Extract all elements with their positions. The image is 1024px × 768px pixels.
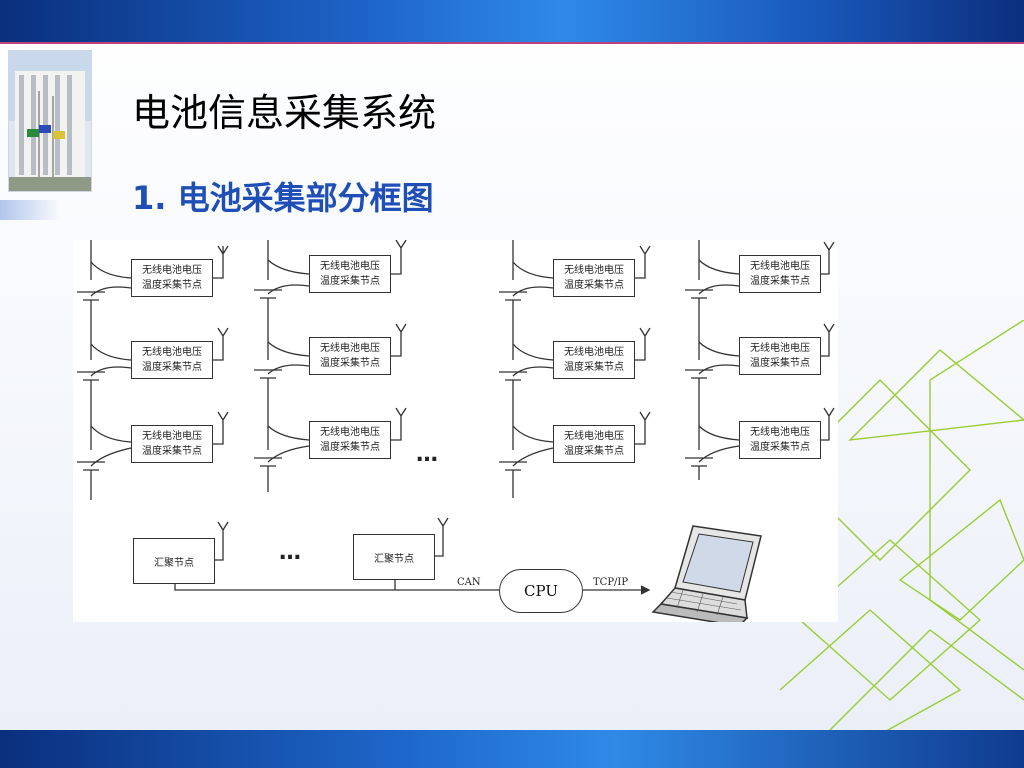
node-line-2: 温度采集节点 [142,446,202,457]
node-line-1: 无线电池电压 [750,261,810,272]
column-1-wiring [77,240,229,500]
acquisition-node: 无线电池电压 温度采集节点 [309,337,391,375]
node-line-1: 无线电池电压 [320,427,380,438]
footer-band [0,730,1024,768]
acquisition-node: 无线电池电压 温度采集节点 [553,425,635,463]
column-4-wiring [685,240,835,480]
aggregator-label: 汇聚节点 [374,553,414,565]
node-line-2: 温度采集节点 [564,446,624,457]
node-line-1: 无线电池电压 [142,347,202,358]
node-line-2: 温度采集节点 [142,280,202,291]
node-line-1: 无线电池电压 [564,347,624,358]
column-2-wiring [254,240,407,492]
left-accent-stripe [0,200,60,220]
acquisition-node: 无线电池电压 温度采集节点 [739,255,821,293]
ellipsis-aggregators: … [279,540,303,565]
ellipsis-columns: … [416,442,440,467]
cpu-node: CPU [499,569,583,613]
node-line-1: 无线电池电压 [564,265,624,276]
node-line-2: 温度采集节点 [320,276,380,287]
node-line-2: 温度采集节点 [320,442,380,453]
green-line-decoration [780,320,1024,740]
node-line-1: 无线电池电压 [320,343,380,354]
tcp-ip-label: TCP/IP [593,577,629,588]
node-line-2: 温度采集节点 [750,442,810,453]
aggregator-node: 汇聚节点 [353,534,435,580]
diagram-wiring [77,240,835,622]
node-line-2: 温度采集节点 [564,280,624,291]
battery-acquisition-diagram: 无线电池电压 温度采集节点 无线电池电压 温度采集节点 无线电池电压 温度采集节… [73,240,838,622]
node-line-2: 温度采集节点 [564,362,624,373]
acquisition-node: 无线电池电压 温度采集节点 [739,421,821,459]
node-line-1: 无线电池电压 [564,431,624,442]
building-photo-icon [8,50,92,192]
node-line-1: 无线电池电压 [142,431,202,442]
slide-title: 电池信息采集系统 [132,91,437,135]
node-line-1: 无线电池电压 [750,427,810,438]
aggregator-label: 汇聚节点 [154,557,194,569]
header-accent-line [0,42,1024,44]
node-line-2: 温度采集节点 [750,358,810,369]
acquisition-node: 无线电池电压 温度采集节点 [309,421,391,459]
acquisition-node: 无线电池电压 温度采集节点 [553,341,635,379]
laptop-icon [651,525,762,622]
acquisition-node: 无线电池电压 温度采集节点 [739,337,821,375]
node-line-2: 温度采集节点 [750,276,810,287]
acquisition-node: 无线电池电压 温度采集节点 [309,255,391,293]
node-line-1: 无线电池电压 [320,261,380,272]
node-line-1: 无线电池电压 [750,343,810,354]
node-line-2: 温度采集节点 [320,358,380,369]
node-line-2: 温度采集节点 [142,362,202,373]
aggregator-node: 汇聚节点 [133,538,215,584]
header-band [0,0,1024,42]
acquisition-node: 无线电池电压 温度采集节点 [131,341,213,379]
acquisition-node: 无线电池电压 温度采集节点 [131,425,213,463]
column-3-wiring [499,240,651,498]
slide-subtitle: 1. 电池采集部分框图 [132,179,434,217]
node-line-1: 无线电池电压 [142,265,202,276]
network-wiring [174,517,651,595]
acquisition-node: 无线电池电压 温度采集节点 [553,259,635,297]
acquisition-node: 无线电池电压 温度采集节点 [131,259,213,297]
can-bus-label: CAN [457,577,481,588]
